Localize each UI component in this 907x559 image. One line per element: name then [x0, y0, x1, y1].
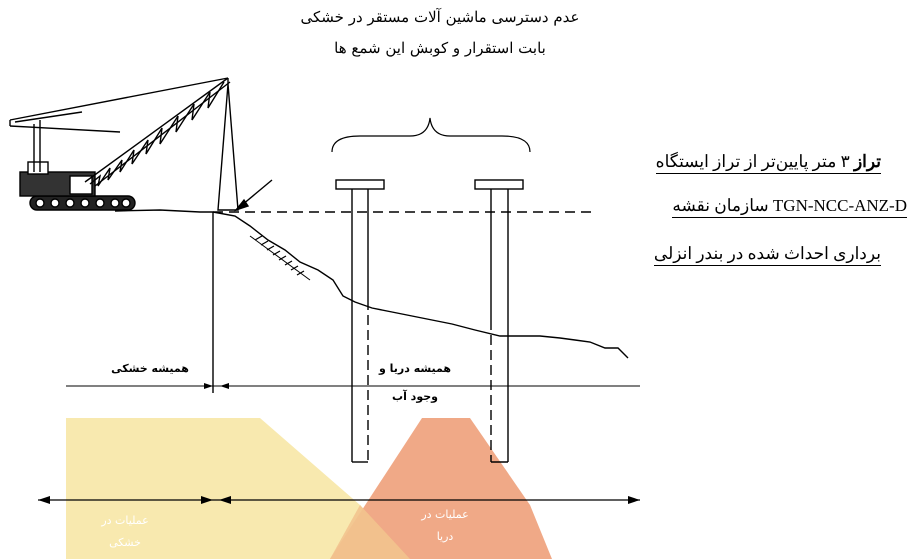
level-note-bold: تراز — [853, 152, 881, 171]
always-sea-label-1: همیشه دریا و — [378, 362, 452, 375]
level-note-line3-text: برداری احداث شده در بندر انزلی — [653, 244, 881, 266]
arrowhead — [628, 496, 640, 504]
sea-operation-label-1: عملیات در — [421, 508, 469, 521]
sea-operation-zone — [330, 418, 552, 559]
overlap-zone — [330, 505, 410, 559]
pile-brace — [331, 117, 531, 153]
top-note-line1: عدم دسترسی ماشین آلات مستقر در خشکی — [300, 8, 580, 26]
slope-hatch — [249, 235, 311, 281]
always-sea-label-2: وجود آب — [392, 390, 438, 403]
sea-operation-label-2: دریا — [436, 530, 454, 543]
arrowhead — [220, 383, 229, 389]
level-note-line2: TGN-NCC-ANZ-D سازمان نقشه — [672, 196, 907, 218]
land-operation-label-2: خشکی — [109, 536, 141, 549]
top-note-line2: بابت استقرار و کوبش این شمع ها — [334, 39, 546, 57]
crane-icon — [9, 77, 273, 212]
pile-right — [474, 179, 524, 463]
level-note-line3: برداری احداث شده در بندر انزلی — [653, 244, 881, 266]
land-operation-label-1: عملیات در — [101, 514, 149, 527]
always-dry-label: همیشه خشکی — [111, 362, 189, 375]
land-operation-zone — [66, 418, 410, 559]
ground-profile — [114, 209, 629, 359]
arrowhead — [204, 383, 213, 389]
arrowhead — [38, 496, 50, 504]
level-note-line1: تراز ۳ متر پایین‌تر از تراز ایستگاه — [655, 152, 881, 174]
level-note-line2-text: TGN-NCC-ANZ-D سازمان نقشه — [672, 196, 907, 218]
level-note-line1-text: ۳ متر پایین‌تر از تراز ایستگاه — [655, 152, 850, 171]
arrowhead — [219, 496, 231, 504]
pile-left — [335, 179, 385, 463]
arrowhead — [201, 496, 213, 504]
